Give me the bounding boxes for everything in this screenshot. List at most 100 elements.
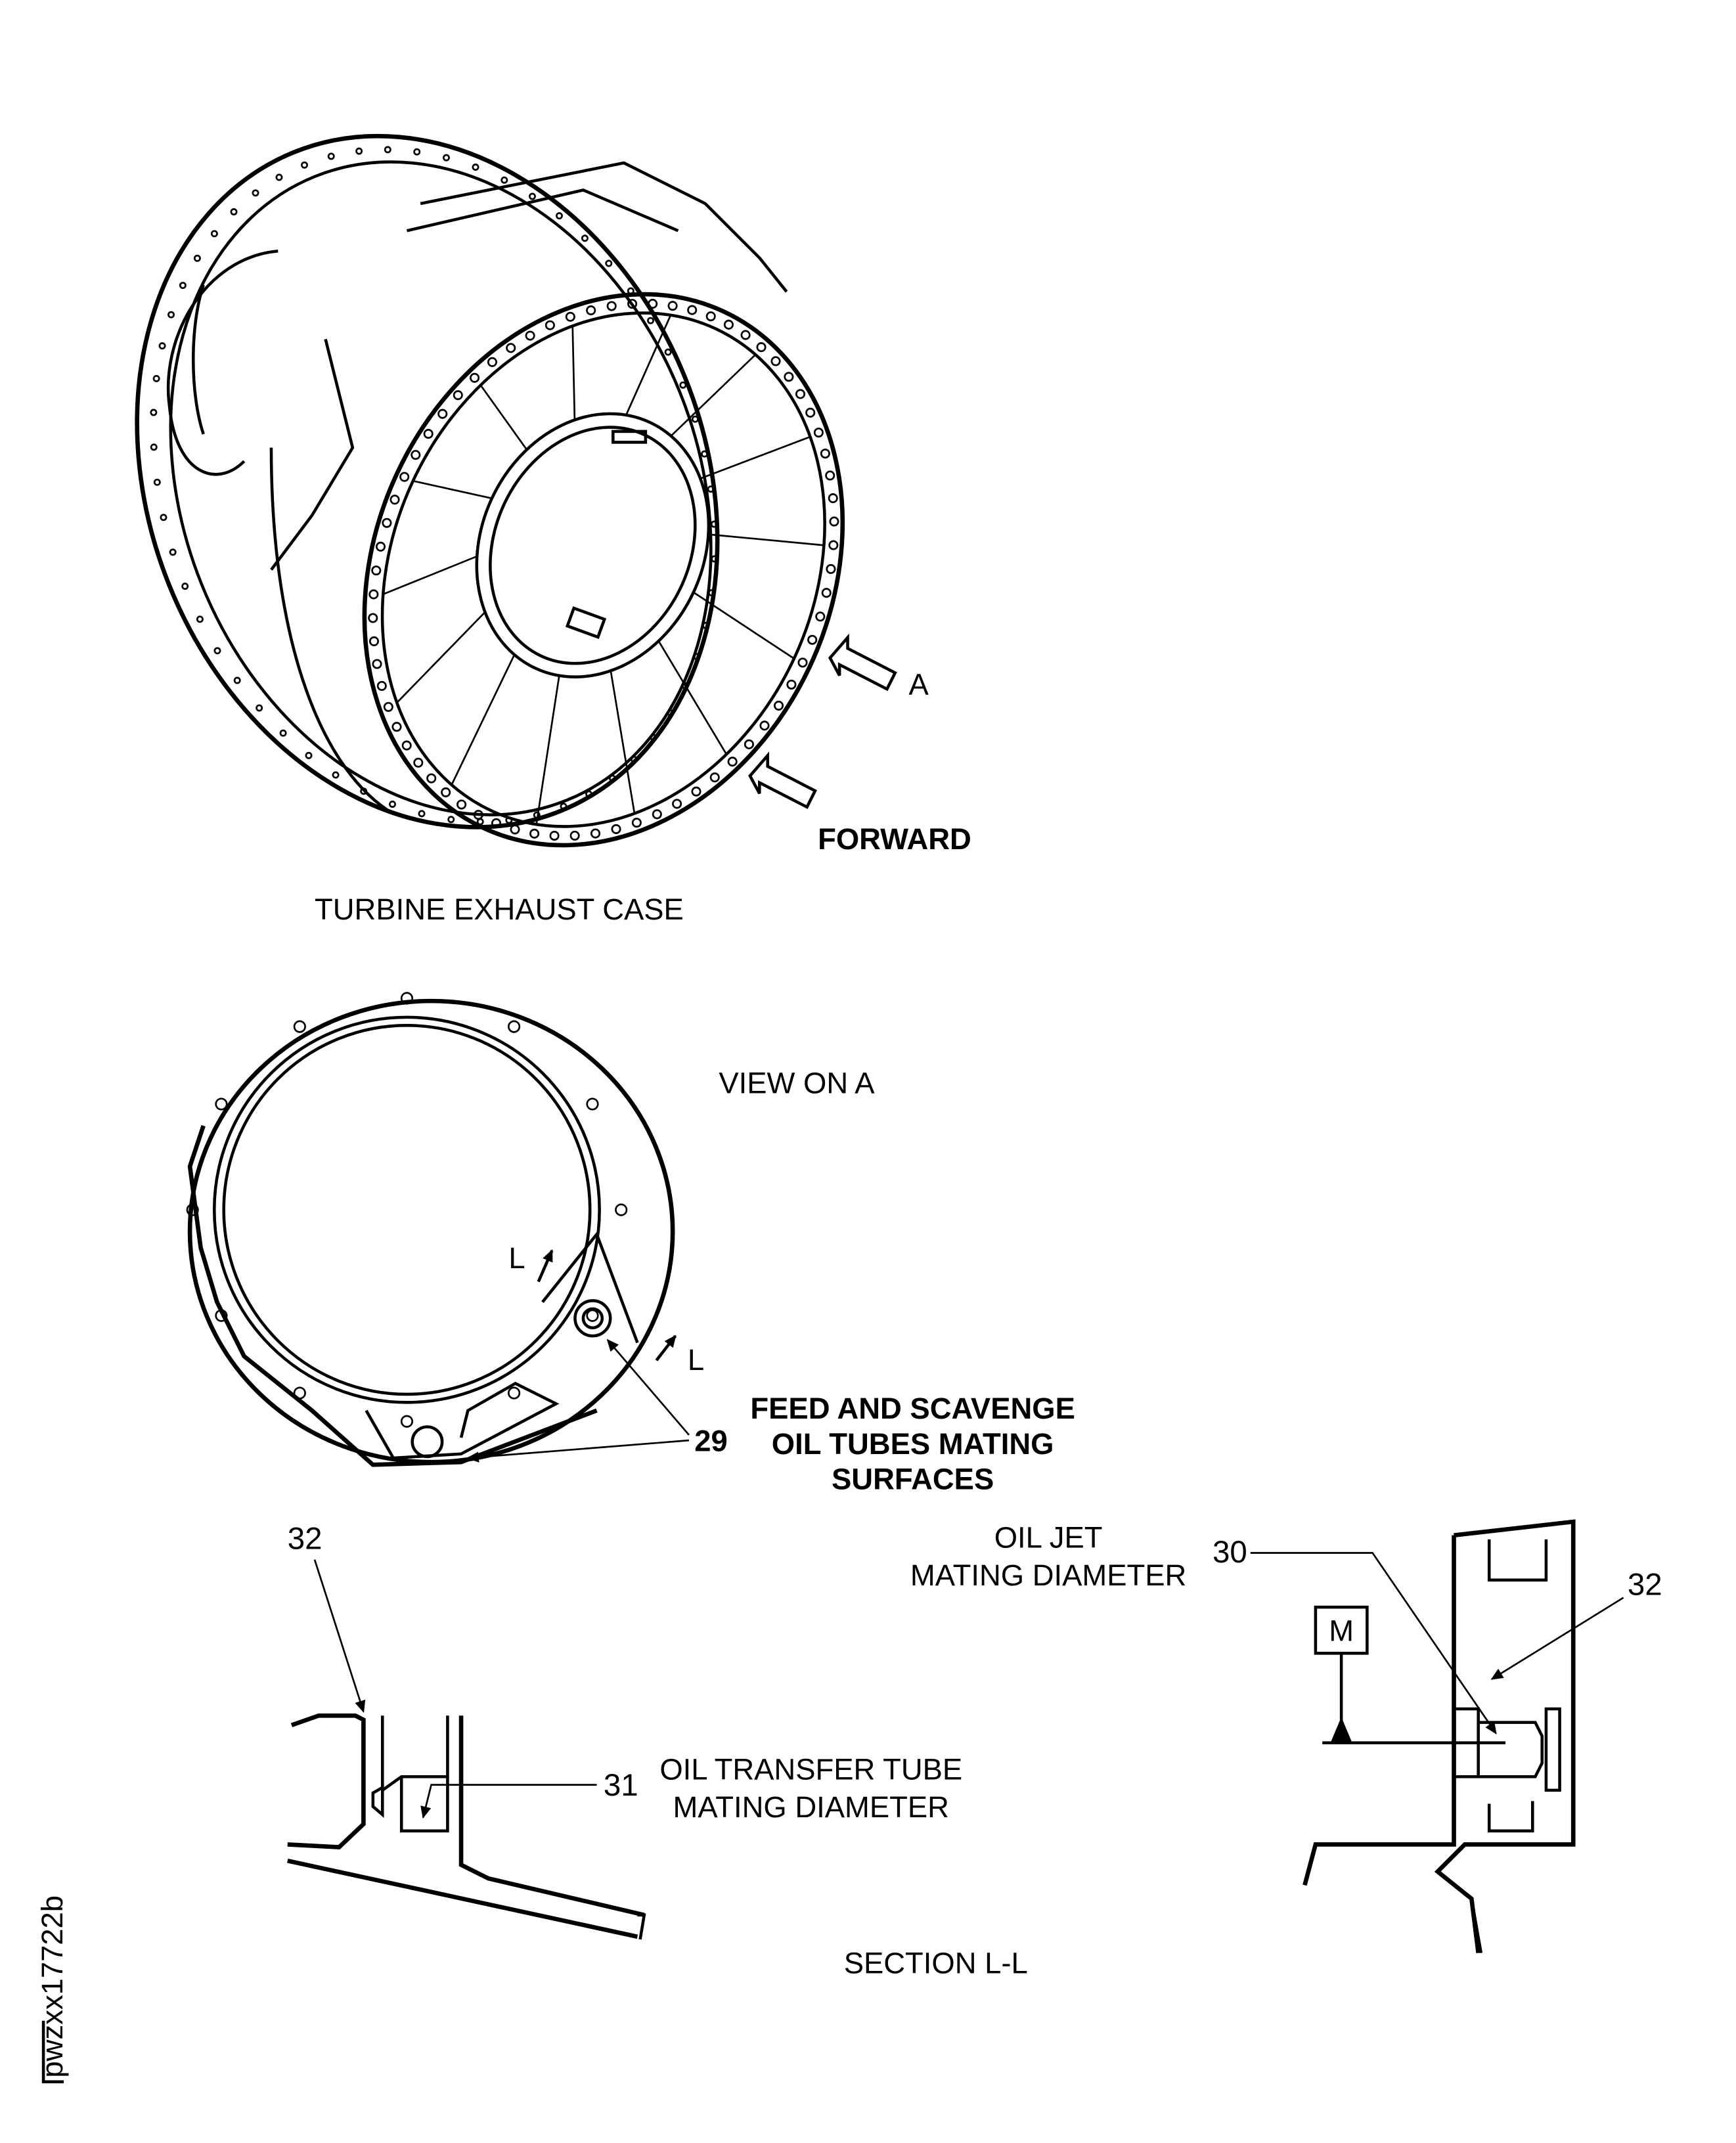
- bolt-hole: [773, 700, 784, 711]
- bolt-hole: [472, 164, 479, 171]
- strut: [412, 479, 493, 500]
- strut: [396, 611, 486, 703]
- bolt-hole: [384, 146, 391, 154]
- callout-29: 29: [694, 1425, 728, 1458]
- bolt-hole: [371, 565, 382, 576]
- bolt-hole: [627, 299, 638, 309]
- bolt-hole: [525, 330, 535, 341]
- bolt-hole: [705, 311, 716, 322]
- bolt-hole: [681, 682, 689, 690]
- strut: [670, 354, 757, 437]
- bolt-hole: [701, 621, 709, 629]
- bolt-hole: [795, 389, 806, 399]
- bolt-hole: [826, 563, 836, 574]
- bolt-hole: [815, 611, 826, 622]
- strut: [693, 591, 795, 659]
- bolt-hole: [355, 147, 363, 155]
- bolt-hole: [549, 830, 560, 841]
- bolt-hole: [327, 152, 335, 160]
- bolt-hole: [529, 828, 540, 839]
- bolt-hole: [707, 589, 715, 597]
- bolt-hole: [556, 212, 563, 220]
- bolt-hole: [545, 320, 555, 330]
- bolt-hole: [507, 1386, 521, 1400]
- strut: [571, 326, 576, 420]
- bolt-hole: [586, 1309, 599, 1322]
- bolt-hole: [413, 148, 421, 156]
- bolt-hole: [332, 771, 340, 779]
- svg-text:SURFACES: SURFACES: [832, 1462, 994, 1495]
- bolt-hole: [828, 493, 838, 504]
- bolt-hole: [756, 342, 767, 353]
- callout-31: 31: [604, 1768, 638, 1803]
- bolt-hole: [648, 298, 658, 309]
- bolt-hole: [399, 472, 410, 482]
- section-ll-right-drawing: [1302, 1519, 1576, 1954]
- leader-32-right: [1490, 1597, 1624, 1680]
- bolt-hole: [797, 657, 808, 668]
- bolt-hole: [813, 428, 824, 438]
- bolt-hole: [456, 799, 467, 810]
- bolt-hole: [506, 343, 516, 353]
- section-arrow-l-top: [537, 1249, 554, 1283]
- bolt-hole: [565, 311, 575, 322]
- bolt-hole: [167, 311, 175, 319]
- bolt-hole: [691, 786, 701, 797]
- view-on-a-caption: VIEW ON A: [719, 1067, 875, 1100]
- leader-32-left: [313, 1559, 366, 1713]
- bolt-hole: [825, 470, 835, 481]
- bolt-hole: [400, 1415, 414, 1428]
- bolt-hole: [784, 372, 794, 382]
- bolt-hole: [609, 774, 616, 782]
- bolt-hole: [233, 676, 241, 684]
- bolt-hole: [473, 810, 483, 820]
- bolt-hole: [672, 799, 682, 809]
- view-a-label: A: [908, 667, 929, 701]
- callout-30: 30: [1213, 1535, 1247, 1570]
- section-ll-caption: SECTION L-L: [844, 1947, 1028, 1980]
- bolt-hole: [413, 757, 424, 768]
- bolt-hole: [744, 739, 754, 749]
- bolt-hole: [693, 653, 701, 661]
- svg-text:FEED AND SCAVENGE: FEED AND SCAVENGE: [750, 1392, 1075, 1425]
- leader-29a: [606, 1338, 690, 1436]
- bolt-hole: [210, 230, 218, 238]
- bolt-hole: [169, 548, 177, 556]
- bolt-hole: [470, 372, 480, 383]
- bolt-hole: [305, 751, 313, 759]
- svg-text:MATING DIAMETER: MATING DIAMETER: [673, 1790, 949, 1824]
- bolt-hole: [647, 317, 654, 324]
- oil-transfer-tube-label: OIL TRANSFER TUBE MATING DIAMETER: [659, 1752, 962, 1824]
- bolt-hole: [368, 613, 378, 623]
- bolt-hole: [375, 541, 386, 552]
- bolt-hole: [667, 709, 675, 717]
- bolt-hole: [820, 449, 830, 459]
- bolt-hole: [631, 755, 638, 763]
- bolt-hole: [491, 818, 502, 828]
- strut: [535, 675, 560, 825]
- bolt-hole: [664, 348, 672, 356]
- svg-text:MATING DIAMETER: MATING DIAMETER: [910, 1558, 1186, 1592]
- left-callout-32: 32: [288, 1521, 323, 1556]
- bolt-hole: [152, 374, 160, 382]
- bolt-hole: [196, 615, 204, 623]
- svg-text:OIL JET: OIL JET: [994, 1520, 1103, 1554]
- bolt-hole: [605, 259, 613, 267]
- bolt-hole: [279, 729, 287, 737]
- figure-id: pwzxx17722b: [35, 1895, 69, 2084]
- leader-30: [1250, 1552, 1497, 1734]
- bolt-hole: [252, 189, 259, 197]
- datum-triangle: [1330, 1717, 1352, 1743]
- section-ll-left-drawing: [287, 1713, 646, 1940]
- bolt-hole: [383, 701, 393, 712]
- turbine-exhaust-case-caption: TURBINE EXHAUST CASE: [315, 893, 684, 926]
- section-arrow-l-bottom: [655, 1335, 677, 1361]
- leader-29b: [466, 1439, 690, 1463]
- bolt-hole: [293, 1386, 306, 1400]
- bolt-hole: [301, 161, 308, 169]
- bolt-hole: [667, 301, 678, 311]
- bolt-hole: [770, 356, 781, 366]
- bolt-hole: [569, 830, 580, 841]
- strut: [657, 640, 728, 755]
- bolt-hole: [153, 478, 161, 486]
